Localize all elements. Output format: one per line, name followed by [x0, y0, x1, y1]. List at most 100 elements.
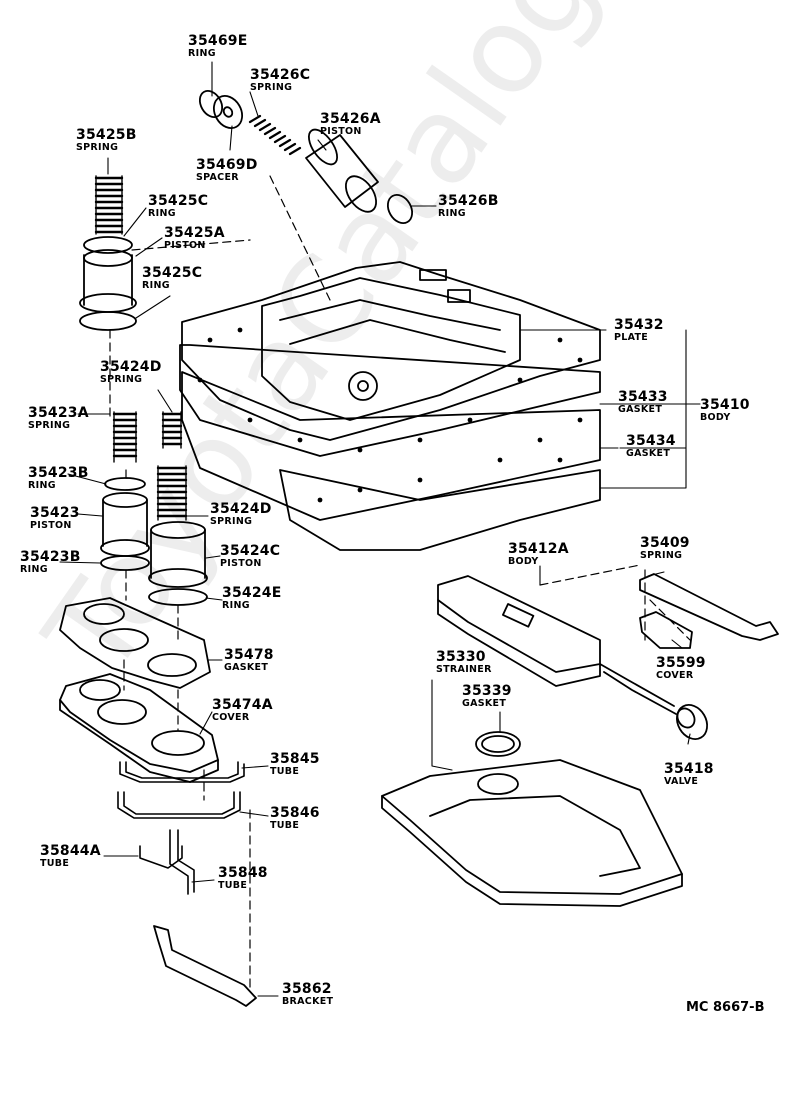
spring-35423A-shape: [112, 411, 138, 463]
label-35424E: 35424E RING: [222, 586, 281, 611]
bolt-holes: [197, 327, 583, 503]
body-35412A-shape: [437, 575, 601, 687]
part-number: 35423A: [28, 405, 89, 421]
part-number: 35409: [640, 535, 690, 551]
label-35469D: 35469D SPACER: [196, 158, 258, 183]
part-name: PISTON: [30, 520, 72, 531]
label-35433: 35433 GASKET: [618, 390, 668, 415]
part-name: SPRING: [76, 142, 119, 153]
label-35426B: 35426B RING: [438, 194, 499, 219]
label-35409: 35409 SPRING: [640, 536, 690, 561]
part-number: 35424D: [210, 501, 272, 517]
part-name: SPRING: [210, 516, 253, 527]
part-number: 35434: [626, 433, 676, 449]
strainer-35330-shape: [381, 759, 683, 907]
label-35426A: 35426A PISTON: [320, 112, 381, 137]
part-name: RING: [222, 600, 250, 611]
part-name: TUBE: [270, 820, 300, 831]
bracket-35862-shape: [153, 925, 257, 1007]
piston-35424C-shape: [148, 521, 208, 588]
label-35599: 35599 COVER: [656, 656, 706, 681]
label-35412A: 35412A BODY: [508, 542, 569, 567]
label-35432: 35432 PLATE: [614, 318, 664, 343]
part-name: RING: [438, 208, 466, 219]
part-name: RING: [188, 48, 216, 59]
spring-35409-shape: [639, 573, 779, 641]
part-name: PISTON: [220, 558, 262, 569]
part-number: 35426A: [320, 111, 381, 127]
tube-35848-shape: [169, 829, 195, 895]
part-name: SPRING: [100, 374, 143, 385]
part-number: 35412A: [508, 541, 569, 557]
part-name: COVER: [212, 712, 250, 723]
label-35424D-lower: 35424D SPRING: [210, 502, 272, 527]
spring-35424D-lower-shape: [156, 465, 188, 521]
label-35474A: 35474A COVER: [212, 698, 273, 723]
part-number: 35424D: [100, 359, 162, 375]
part-number: 35432: [614, 317, 664, 333]
part-number: 35424E: [222, 585, 282, 601]
part-number: 35426C: [250, 67, 311, 83]
ring-35469E-shape: [198, 89, 224, 119]
part-name: PISTON: [164, 240, 206, 251]
label-35423: 35423 PISTON: [30, 506, 80, 531]
label-35425B: 35425B SPRING: [76, 128, 137, 153]
label-35330: 35330 STRAINER: [436, 650, 492, 675]
part-name: VALVE: [664, 776, 699, 787]
spacer-35469D-shape: [212, 95, 244, 129]
label-35410: 35410 BODY: [700, 398, 750, 423]
part-number: 35423: [30, 505, 80, 521]
ring-35424E-shape: [148, 588, 208, 606]
label-35434: 35434 GASKET: [626, 434, 676, 459]
part-number: 35469D: [196, 157, 258, 173]
part-number: 35410: [700, 397, 750, 413]
label-35845: 35845 TUBE: [270, 752, 320, 777]
part-number: 35426B: [438, 193, 499, 209]
part-name: SPACER: [196, 172, 239, 183]
ring-35423B-upper-shape: [104, 477, 146, 491]
drawing-code: MC 8667-B: [686, 1000, 765, 1015]
spring-35426C-shape: [248, 114, 302, 156]
part-number: 35845: [270, 751, 320, 767]
part-number: 35844A: [40, 843, 101, 859]
part-name: RING: [20, 564, 48, 575]
part-name: SPRING: [28, 420, 71, 431]
part-name: COVER: [656, 670, 694, 681]
label-35418: 35418 VALVE: [664, 762, 714, 787]
piston-35423-shape: [100, 492, 150, 557]
tube-35845-shape: [119, 761, 245, 783]
label-35844A: 35844A TUBE: [40, 844, 101, 869]
label-35424C: 35424C PISTON: [220, 544, 280, 569]
part-name: GASKET: [618, 404, 663, 415]
part-number: 35862: [282, 981, 332, 997]
part-name: TUBE: [40, 858, 70, 869]
part-name: RING: [28, 480, 56, 491]
cover-35474A-shape: [59, 673, 219, 783]
gasket-35478-shape: [59, 597, 211, 689]
label-35339: 35339 GASKET: [462, 684, 512, 709]
label-35425C-upper: 35425C RING: [148, 194, 208, 219]
part-name: GASKET: [462, 698, 507, 709]
part-number: 35425B: [76, 127, 137, 143]
label-35846: 35846 TUBE: [270, 806, 320, 831]
part-number: 35846: [270, 805, 320, 821]
cover-35599-shape: [639, 611, 693, 649]
part-number: 35423B: [20, 549, 81, 565]
part-number: 35418: [664, 761, 714, 777]
label-35469E: 35469E RING: [188, 34, 247, 59]
part-name: GASKET: [626, 448, 671, 459]
part-number: 35339: [462, 683, 512, 699]
spring-35424D-upper-shape: [161, 411, 183, 449]
part-number: 35423B: [28, 465, 89, 481]
label-35478: 35478 GASKET: [224, 648, 274, 673]
label-35848: 35848 TUBE: [218, 866, 268, 891]
part-number: 35469E: [188, 33, 248, 49]
part-name: RING: [148, 208, 176, 219]
tube-35846-shape: [117, 791, 241, 819]
part-number: 35330: [436, 649, 486, 665]
piston-35426A-shape: [305, 128, 379, 213]
ring-35426B-shape: [386, 193, 414, 225]
part-number: 35425C: [142, 265, 203, 281]
